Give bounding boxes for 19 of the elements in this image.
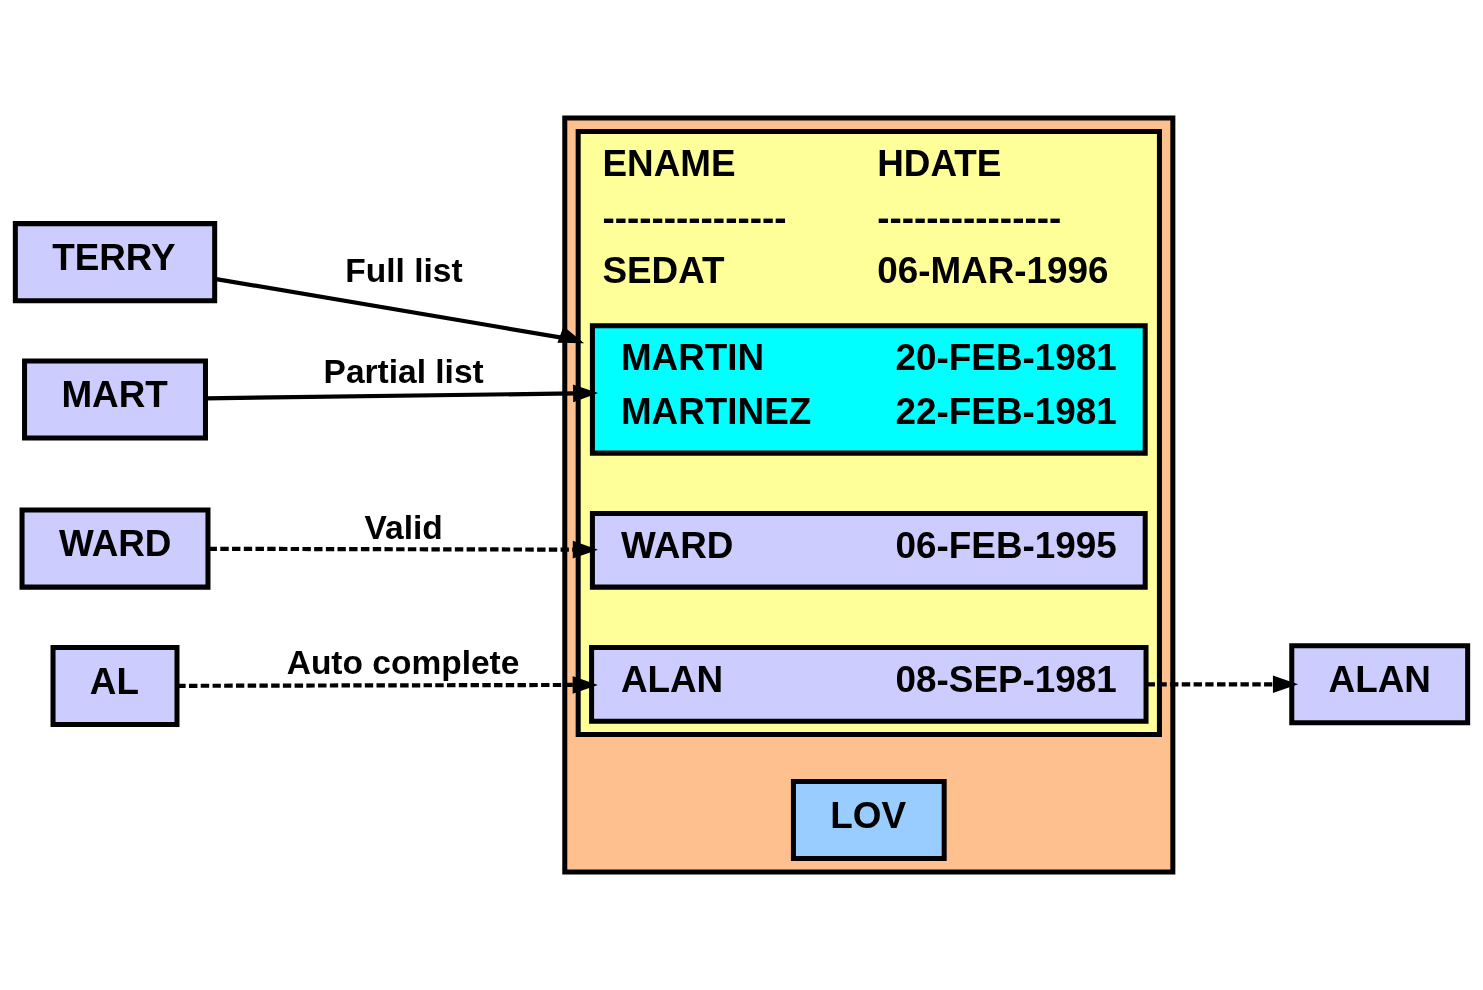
arrow: [208, 540, 598, 559]
node-box: WARD 06-FEB-1995: [589, 510, 1148, 590]
edge-label: Full list: [345, 252, 463, 290]
node-box: WARD: [19, 507, 211, 590]
arrow: [1146, 675, 1299, 694]
edge-label: Valid: [364, 508, 443, 546]
node-box: ALAN 08-SEP-1981: [589, 644, 1149, 724]
edge-label: Auto complete: [286, 644, 520, 682]
node-box: ALAN: [1289, 643, 1471, 726]
arrow: [177, 676, 598, 694]
arrow: [205, 384, 599, 403]
node-box: MART: [22, 358, 208, 441]
node-box: AL: [50, 644, 180, 727]
node-box: TERRY: [12, 221, 218, 304]
cluster: [562, 115, 1176, 875]
node-box: MARTIN 20-FEB-1981 MARTINEZ 22-FEB-1981: [589, 323, 1148, 456]
arrow: [214, 276, 585, 344]
node-box: LOV: [790, 778, 947, 861]
edge-label: Partial list: [323, 352, 484, 390]
